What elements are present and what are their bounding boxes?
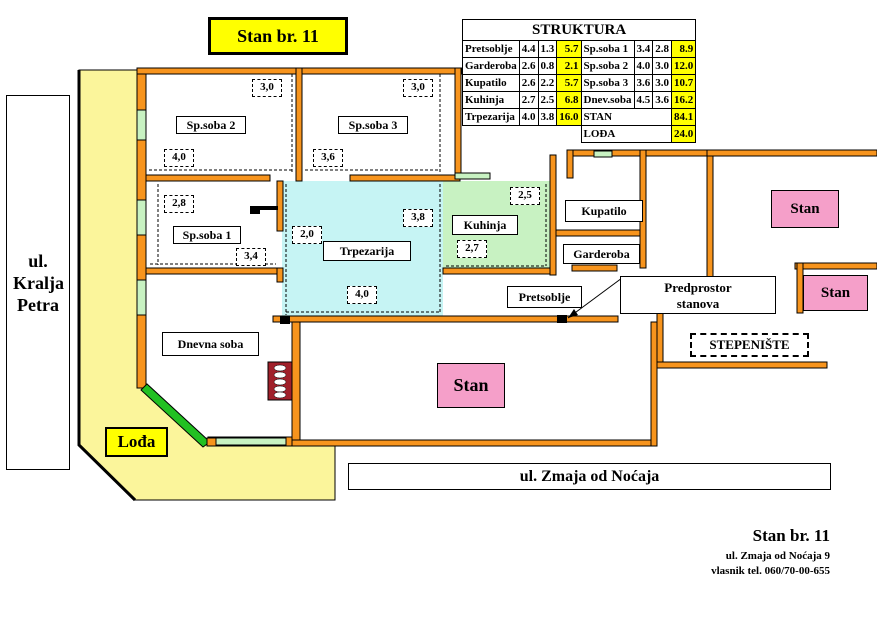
structure-empty-cell [463,126,582,143]
dim-kuhinja-height: 2,5 [510,187,540,205]
structure-room-width: 4.4 [518,40,539,58]
structure-room-area: 16.0 [556,108,582,126]
structure-loda-label: LOĐA [580,125,672,143]
structure-room-length: 2.8 [652,40,672,58]
structure-loda-value: 24.0 [670,125,697,143]
structure-room-length: 3.0 [652,74,672,92]
structure-room-length: 2.5 [537,91,558,109]
structure-room-width: 2.6 [518,74,539,92]
structure-room-length: 3.6 [652,91,672,109]
dim-spsoba2-width: 4,0 [164,149,194,167]
structure-room-width: 3.4 [633,40,654,58]
hallway-label-text: Predprostor stanova [664,280,732,311]
street-zmaja-label: ul. Zmaja od Noćaja [519,468,660,485]
structure-room-width: 2.7 [518,91,539,109]
structure-room-length: 3.8 [537,108,558,126]
dim-trpezarija-height: 2,0 [292,226,322,244]
dim-spsoba1-width: 3,4 [236,248,266,266]
structure-room-name: Sp.soba 3 [580,74,635,92]
structure-room-width: 3.6 [633,74,654,92]
structure-room-width: 4.5 [633,91,654,109]
structure-room-name: Trpezarija [462,108,520,126]
structure-room-name: Garderoba [462,57,520,75]
street-kralja-petra: ul. Kralja Petra [6,95,70,470]
footer-title: Stan br. 11 [752,526,830,545]
neighbor-apartment-main: Stan [437,363,505,408]
staircase-label: STEPENIŠTE [690,333,809,357]
structure-room-name: Kuhinja [462,91,520,109]
structure-title: STRUKTURA [461,19,697,41]
structure-room-area: 6.8 [556,91,582,109]
structure-total-label: STAN [580,108,672,126]
street-zmaja-od-nocaja: ul. Zmaja od Noćaja [348,463,831,490]
footer-address: ul. Zmaja od Noćaja 9 [725,550,830,562]
structure-room-length: 1.3 [537,40,558,58]
hallway-label: Predprostor stanova [620,276,776,314]
dim-trpezarija-height2: 3,8 [403,209,433,227]
dim-spsoba3-height: 3,0 [403,79,433,97]
structure-room-area: 5.7 [556,40,582,58]
footer-phone: vlasnik tel. 060/70-00-655 [711,565,830,577]
structure-room-name: Sp.soba 1 [580,40,635,58]
structure-room-area: 10.7 [670,74,697,92]
room-spsoba3-label: Sp.soba 3 [338,116,408,134]
dim-spsoba3-width: 3,6 [313,149,343,167]
room-pretsoblje-label: Pretsoblje [507,286,582,308]
structure-room-area: 2.1 [556,57,582,75]
structure-room-width: 4.0 [633,57,654,75]
structure-room-length: 3.0 [652,57,672,75]
room-kuhinja-label: Kuhinja [452,215,518,235]
structure-room-name: Kupatilo [462,74,520,92]
structure-room-area: 8.9 [670,40,697,58]
street-kralja-petra-label: ul. Kralja Petra [13,250,64,315]
page-title-text: Stan br. 11 [237,26,319,46]
room-kupatilo-label: Kupatilo [565,200,643,222]
structure-room-area: 12.0 [670,57,697,75]
structure-room-name: Pretsoblje [462,40,520,58]
structure-room-width: 4.0 [518,108,539,126]
structure-room-width: 2.6 [518,57,539,75]
structure-room-length: 0.8 [537,57,558,75]
neighbor-apartment-right-bottom: Stan [803,275,868,311]
room-spsoba2-label: Sp.soba 2 [176,116,246,134]
room-dnevna-label: Dnevna soba [162,332,259,356]
dim-kuhinja-width: 2,7 [457,240,487,258]
neighbor-apartment-right-top: Stan [771,190,839,228]
room-spsoba1-label: Sp.soba 1 [173,226,241,244]
structure-room-area: 5.7 [556,74,582,92]
dim-trpezarija-width: 4,0 [347,286,377,304]
dim-spsoba2-height: 3,0 [252,79,282,97]
footer: Stan br. 11 ul. Zmaja od Noćaja 9 vlasni… [640,525,830,579]
room-loda-label: Lođa [105,427,168,457]
room-garderoba-label: Garderoba [563,244,640,264]
structure-room-name: Sp.soba 2 [580,57,635,75]
structure-room-area: 16.2 [670,91,697,109]
dim-spsoba1-height: 2,8 [164,195,194,213]
page-title: Stan br. 11 [208,17,348,55]
room-trpezarija-label: Trpezarija [323,241,411,261]
structure-total-value: 84.1 [670,108,697,126]
structure-room-length: 2.2 [537,74,558,92]
structure-room-name: Dnev.soba [580,91,635,109]
